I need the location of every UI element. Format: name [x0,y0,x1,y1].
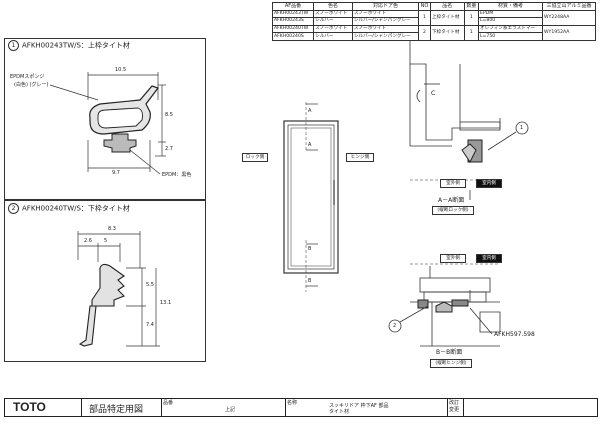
bb-outdoor-label: 室外側 [440,254,466,263]
section-number-badge: 2 [8,203,19,214]
brand-cell: TOTO [5,399,82,416]
hinban-label: 品番 [163,400,174,406]
aa-indoor-label: 室内側 [476,179,502,188]
marker-2: 2 [393,323,397,329]
dim-7-4: 7.4 [146,322,154,328]
section-bb-label: B－B断面 [436,349,463,356]
table-cell: シルバー/シャンパングレー [351,32,420,41]
table-cell: WY1952AA [541,24,597,41]
rev-label-2: 変更 [449,407,460,413]
doc-type: 部品特定用図 [89,405,144,415]
toto-logo: TOTO [13,400,46,414]
rev-cell: 改訂 変更 [447,399,464,416]
section-1-title-text: AFKH00243TW/S：上枠タイト材 [22,41,130,50]
name-cell: 名称 スッキリドア 枠下AF 部品 タイト材 [285,399,448,416]
dim-bottom: 9.7 [112,170,120,176]
section-bb-sub: (縦断ヒンジ側) [430,359,472,368]
epdm-black-label: EPDM：黒色 [162,172,192,178]
table-cell: 下枠タイト材 [429,24,465,41]
lock-side-label: ロック側 [242,153,268,162]
section-1-panel [4,38,206,200]
table-row: AFKH00240TW スノーホワイト スノーホワイト 2 下枠タイト材 1 オ… [271,24,597,41]
table-cell: AFKH00240S [271,32,315,41]
dim-right: 8.5 [165,112,173,118]
table-cell: L=750 [478,32,543,41]
dim-2-6: 2.6 [84,238,92,244]
aa-outdoor-label: 室外側 [440,179,466,188]
section-aa-sub: (縦断ロック側) [432,206,474,215]
section-aa-label: A－A断面 [438,197,465,204]
parts-table: AF品番 色名 対応ドア色 NO 品名 数量 材質・備考 三協立山アルミ品番 A… [271,2,597,41]
table-cell: 1 [463,24,480,41]
dim-small: 2.7 [165,146,173,152]
hinge-side-label: ヒンジ側 [346,153,374,162]
title-block: TOTO 部品特定用図 品番 上記 名称 スッキリドア 枠下AF 部品 タイト材… [4,398,598,417]
table-row: AFKH00243S シルバー シルバー/シャンパングレー L=800 [271,17,596,26]
section-number-badge: 1 [8,40,19,51]
part-ref-label: AFKH597.598 [494,331,535,338]
table-row: AFKH00240S シルバー シルバー/シャンパングレー L=750 [271,32,596,41]
section-2-panel [4,200,206,362]
section-marker-a-bottom: A [308,142,312,148]
dim-top: 10.5 [115,67,127,73]
section-marker-a-top: A [308,108,312,114]
rev-label: 改訂 [449,400,460,406]
name-line-2: タイト材 [329,409,350,415]
bb-indoor-label: 室内側 [476,254,502,263]
section-marker-b-top: B [308,246,312,252]
dim-8-3: 8.3 [108,226,116,232]
epdm-sponge-label: EPDMスポンジ [10,74,45,80]
dim-5-5: 5.5 [146,282,154,288]
epdm-color-label: (白色) (グレー) [14,82,49,88]
hinban-value: 上記 [225,407,236,413]
dim-13-1: 13.1 [160,300,172,306]
section-2-title-text: AFKH00240TW/S：下枠タイト材 [22,204,130,213]
doc-type-cell: 部品特定用図 [81,399,162,416]
name-line-1: スッキリドア 枠下AF 部品 [329,403,389,409]
hinban-cell: 品番 上記 [161,399,286,416]
dim-5: 5 [104,238,108,244]
symbol-c: C [431,90,436,97]
name-label: 名称 [287,400,298,406]
marker-1: 1 [520,125,524,131]
section-marker-b-bottom: B [308,278,312,284]
